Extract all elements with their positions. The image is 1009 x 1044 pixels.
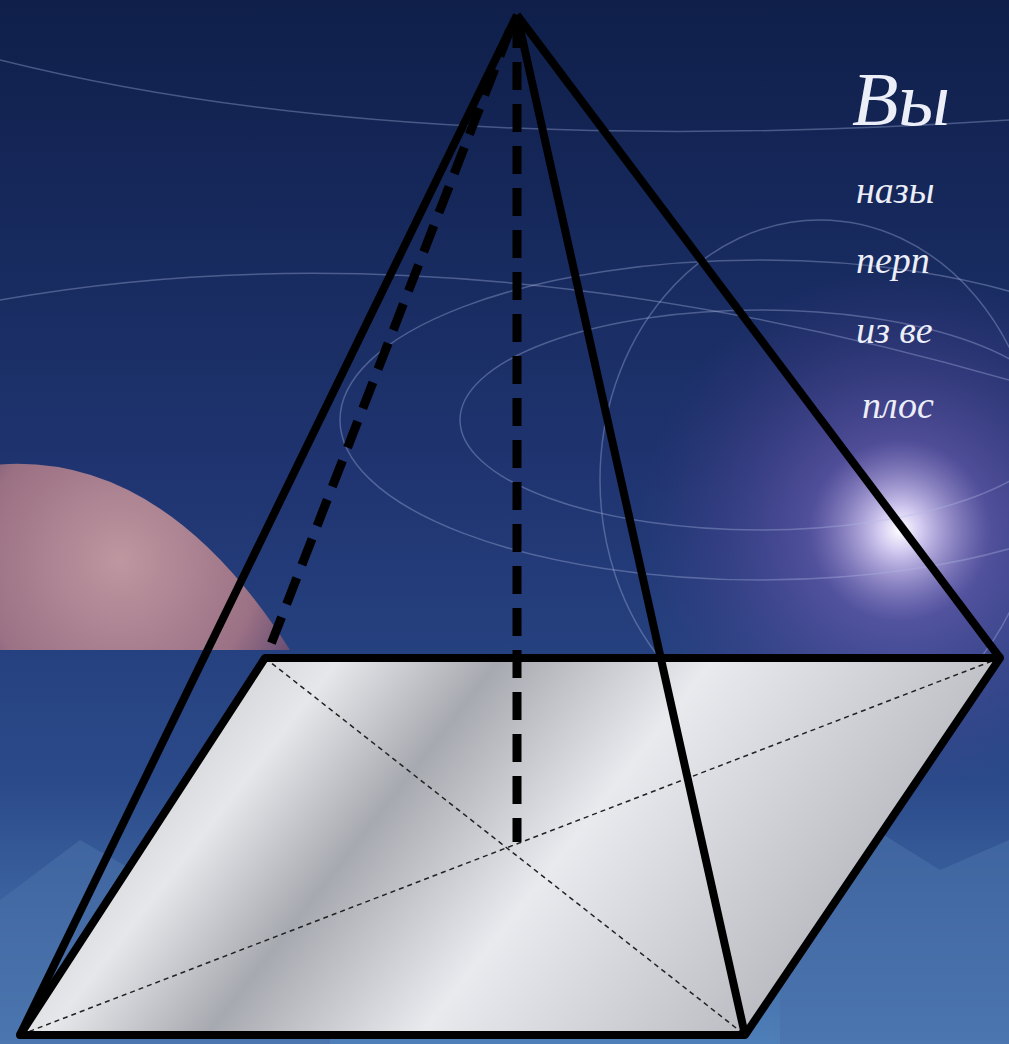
heading-fragment: Вы bbox=[852, 58, 950, 142]
text-fragment: назы bbox=[856, 170, 934, 212]
text-fragment: из ве bbox=[856, 310, 933, 352]
text-fragment: плос bbox=[862, 385, 934, 427]
text-fragment: перп bbox=[856, 240, 930, 282]
